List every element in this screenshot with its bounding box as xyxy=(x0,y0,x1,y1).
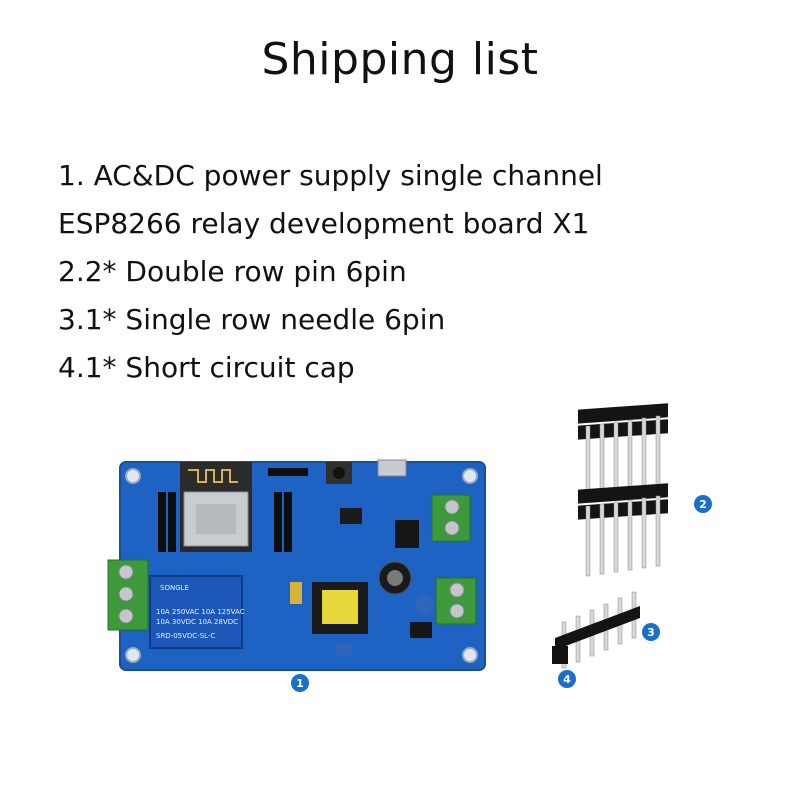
svg-text:3: 3 xyxy=(647,626,655,639)
terminal-block-power xyxy=(431,494,471,542)
shipping-list: 1. AC&DC power supply single channel ESP… xyxy=(58,152,603,392)
jumper-cap xyxy=(552,646,568,664)
list-item-1-line-2: ESP8266 relay development board X1 xyxy=(58,207,590,240)
list-item-3: 3.1* Single row needle 6pin xyxy=(58,303,446,336)
list-item-1-line-1: 1. AC&DC power supply single channel xyxy=(58,159,603,192)
product-photo: SONGLE 10A 250VAC 10A 125VAC 10A 30VDC 1… xyxy=(107,403,712,692)
double-row-header-1 xyxy=(578,403,668,497)
relay-rating-1: 10A 250VAC 10A 125VAC xyxy=(156,608,245,616)
terminal-block-ac xyxy=(435,577,477,625)
relay-brand: SONGLE xyxy=(160,584,189,592)
page-title: Shipping list xyxy=(261,34,539,85)
svg-text:4: 4 xyxy=(563,673,571,686)
svg-text:1: 1 xyxy=(296,677,304,690)
single-row-header xyxy=(555,591,640,669)
list-item-2: 2.2* Double row pin 6pin xyxy=(58,255,407,288)
relay-rating-2: 10A 30VDC 10A 28VDC xyxy=(156,618,238,626)
transformer xyxy=(312,582,368,634)
double-row-header-2 xyxy=(578,483,668,577)
marker-4: 4 xyxy=(558,670,576,688)
gpio-headers xyxy=(158,468,308,552)
marker-1: 1 xyxy=(291,674,309,692)
micro-usb-port xyxy=(377,459,407,477)
list-item-4: 4.1* Short circuit cap xyxy=(58,351,355,384)
relay-board: SONGLE 10A 250VAC 10A 125VAC 10A 30VDC 1… xyxy=(107,459,486,671)
svg-text:2: 2 xyxy=(699,498,707,511)
terminal-block-relay xyxy=(107,559,149,631)
marker-3: 3 xyxy=(642,623,660,641)
relay: SONGLE 10A 250VAC 10A 125VAC 10A 30VDC 1… xyxy=(149,575,245,649)
relay-model: SRD-05VDC-SL-C xyxy=(156,632,215,640)
marker-2: 2 xyxy=(694,495,712,513)
esp8266-module xyxy=(180,462,252,552)
